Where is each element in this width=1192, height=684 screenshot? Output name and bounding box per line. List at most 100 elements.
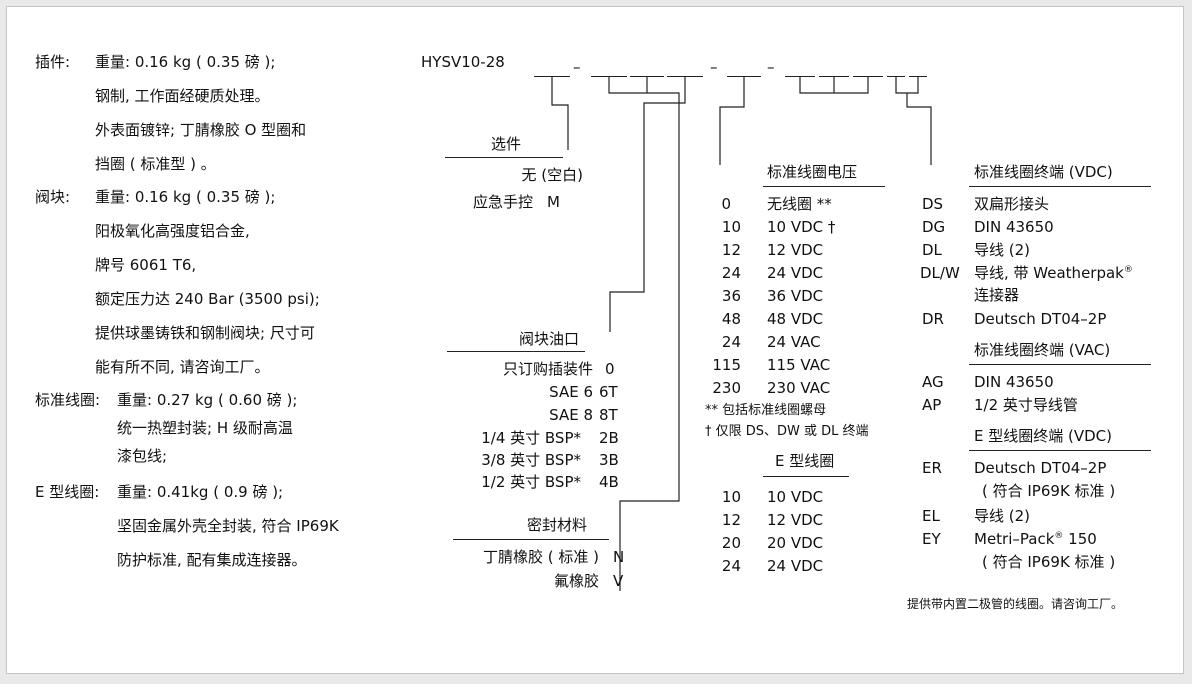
voltage-row-label: 230 VAC [767, 379, 831, 397]
term-e-label: Metri–Pack® 150 [974, 530, 1097, 548]
body-line: 能有所不同, 请咨询工厂。 [95, 358, 270, 376]
ports-title: 阀块油口 [519, 330, 580, 348]
seals-title: 密封材料 [527, 516, 588, 534]
option-row-code: M [547, 193, 560, 211]
port-row-code: 3B [599, 451, 619, 469]
registered-mark: ® [1123, 265, 1133, 275]
term-vdc-label: 双扁形接头 [974, 195, 1050, 213]
code-slot [909, 76, 927, 77]
voltage-row-label: 24 VAC [767, 333, 821, 351]
port-row-code: 0 [605, 360, 615, 378]
cartridge-line: 钢制, 工作面经硬质处理。 [95, 87, 270, 105]
term-vdc-code: DR [922, 310, 944, 328]
model-code: HYSV10-28 [421, 53, 505, 71]
voltage-row-code: 36 [721, 287, 741, 305]
voltage-row-code: 24 [721, 333, 741, 351]
cartridge-line: 重量: 0.16 kg ( 0.35 磅 ); [95, 53, 276, 71]
port-row-code: 6T [599, 383, 618, 401]
body-line: 重量: 0.16 kg ( 0.35 磅 ); [95, 188, 276, 206]
e-voltage-row-label: 24 VDC [767, 557, 824, 575]
code-dash: – [767, 58, 775, 76]
divider [969, 186, 1151, 187]
voltage-row-label: 115 VAC [767, 356, 831, 374]
body-line: 牌号 6061 T6, [95, 256, 197, 274]
term-e-label: 导线 (2) [974, 507, 1031, 525]
port-row-label: 3/8 英寸 BSP* [481, 451, 581, 469]
e-voltage-row-label: 12 VDC [767, 511, 824, 529]
voltage-row-code: 48 [721, 310, 741, 328]
cartridge-line: 挡圈 ( 标准型 ) 。 [95, 155, 216, 173]
term-vdc-label: DIN 43650 [974, 218, 1054, 236]
std-coil-label: 标准线圈: [35, 391, 101, 409]
term-vac-label: DIN 43650 [974, 373, 1054, 391]
voltage-row-label: 12 VDC [767, 241, 824, 259]
code-slot [591, 76, 627, 77]
e-voltage-row-label: 10 VDC [767, 488, 824, 506]
voltage-row-label: 无线圈 ** [767, 195, 832, 213]
port-row-label: 1/2 英寸 BSP* [481, 473, 581, 491]
std-coil-line: 统一热塑封装; H 级耐高温 [117, 419, 293, 437]
e-coil-label: E 型线圈: [35, 483, 100, 501]
term-vdc-label-cont: 连接器 [974, 286, 1020, 304]
port-row-label: 只订购插装件 [502, 360, 593, 378]
port-row-code: 2B [599, 429, 619, 447]
e-voltage-row-code: 12 [721, 511, 741, 529]
e-coil-line: 坚固金属外壳全封装, 符合 IP69K [117, 517, 339, 535]
term-e-title: E 型线圈终端 (VDC) [974, 427, 1113, 445]
option-row-label: 无 (空白) [521, 166, 583, 184]
port-row-label: SAE 6 [549, 383, 593, 401]
voltage-row-code: 115 [712, 356, 741, 374]
divider [969, 364, 1151, 365]
voltage-row-code: 0 [721, 195, 731, 213]
code-slot [785, 76, 815, 77]
term-e-label-cont: ( 符合 IP69K 标准 ) [982, 553, 1116, 571]
term-vac-code: AG [922, 373, 944, 391]
seal-row-label: 氟橡胶 [553, 572, 599, 590]
term-vac-title: 标准线圈终端 (VAC) [974, 341, 1111, 359]
term-vdc-code: DS [922, 195, 944, 213]
voltage-footnote: † 仅限 DS、DW 或 DL 终端 [705, 424, 869, 439]
diode-note: 提供带内置二极管的线圈。请咨询工厂。 [907, 597, 1124, 611]
divider [445, 157, 563, 158]
code-dash: – [573, 58, 581, 76]
e-voltage-row-code: 20 [721, 534, 741, 552]
body-line: 额定压力达 240 Bar (3500 psi); [95, 290, 320, 308]
voltage-row-label: 24 VDC [767, 264, 824, 282]
term-vac-code: AP [922, 396, 942, 414]
e-coil-line: 重量: 0.41kg ( 0.9 磅 ); [117, 483, 284, 501]
code-slot [819, 76, 849, 77]
voltage-title: 标准线圈电压 [767, 163, 858, 181]
port-row-code: 8T [599, 406, 618, 424]
code-dash: – [710, 58, 718, 76]
port-row-code: 4B [599, 473, 619, 491]
term-e-label: Deutsch DT04–2P [974, 459, 1107, 477]
cartridge-line: 外表面镀锌; 丁腈橡胶 O 型圈和 [95, 121, 307, 139]
term-e-label-cont: ( 符合 IP69K 标准 ) [982, 482, 1116, 500]
connector-lines [551, 77, 932, 591]
e-voltage-row-code: 24 [721, 557, 741, 575]
divider [763, 186, 885, 187]
spec-sheet-frame: 插件: 重量: 0.16 kg ( 0.35 磅 ); 钢制, 工作面经硬质处理… [6, 6, 1184, 674]
std-coil-line: 重量: 0.27 kg ( 0.60 磅 ); [117, 391, 298, 409]
voltage-footnote: ** 包括标准线圈螺母 [705, 403, 827, 418]
divider [447, 351, 585, 352]
body-line: 提供球墨铸铁和钢制阀块; 尺寸可 [95, 324, 315, 342]
port-row-label: SAE 8 [549, 406, 593, 424]
registered-mark: ® [1054, 531, 1064, 541]
term-e-code: ER [922, 459, 942, 477]
e-coil-line: 防护标准, 配有集成连接器。 [117, 551, 307, 569]
code-slot [534, 76, 570, 77]
voltage-row-label: 48 VDC [767, 310, 824, 328]
code-slot [727, 76, 761, 77]
cartridge-label: 插件: [35, 53, 71, 71]
std-coil-line: 漆包线; [117, 447, 168, 465]
voltage-row-code: 24 [721, 264, 741, 282]
voltage-row-label: 10 VDC † [767, 218, 836, 236]
voltage-row-code: 12 [721, 241, 741, 259]
term-vdc-code: DG [922, 218, 946, 236]
voltage-row-code: 230 [712, 379, 741, 397]
code-slot [887, 76, 905, 77]
divider [969, 450, 1151, 451]
seal-row-label: 丁腈橡胶 ( 标准 ) [482, 548, 599, 566]
code-slot [667, 76, 703, 77]
